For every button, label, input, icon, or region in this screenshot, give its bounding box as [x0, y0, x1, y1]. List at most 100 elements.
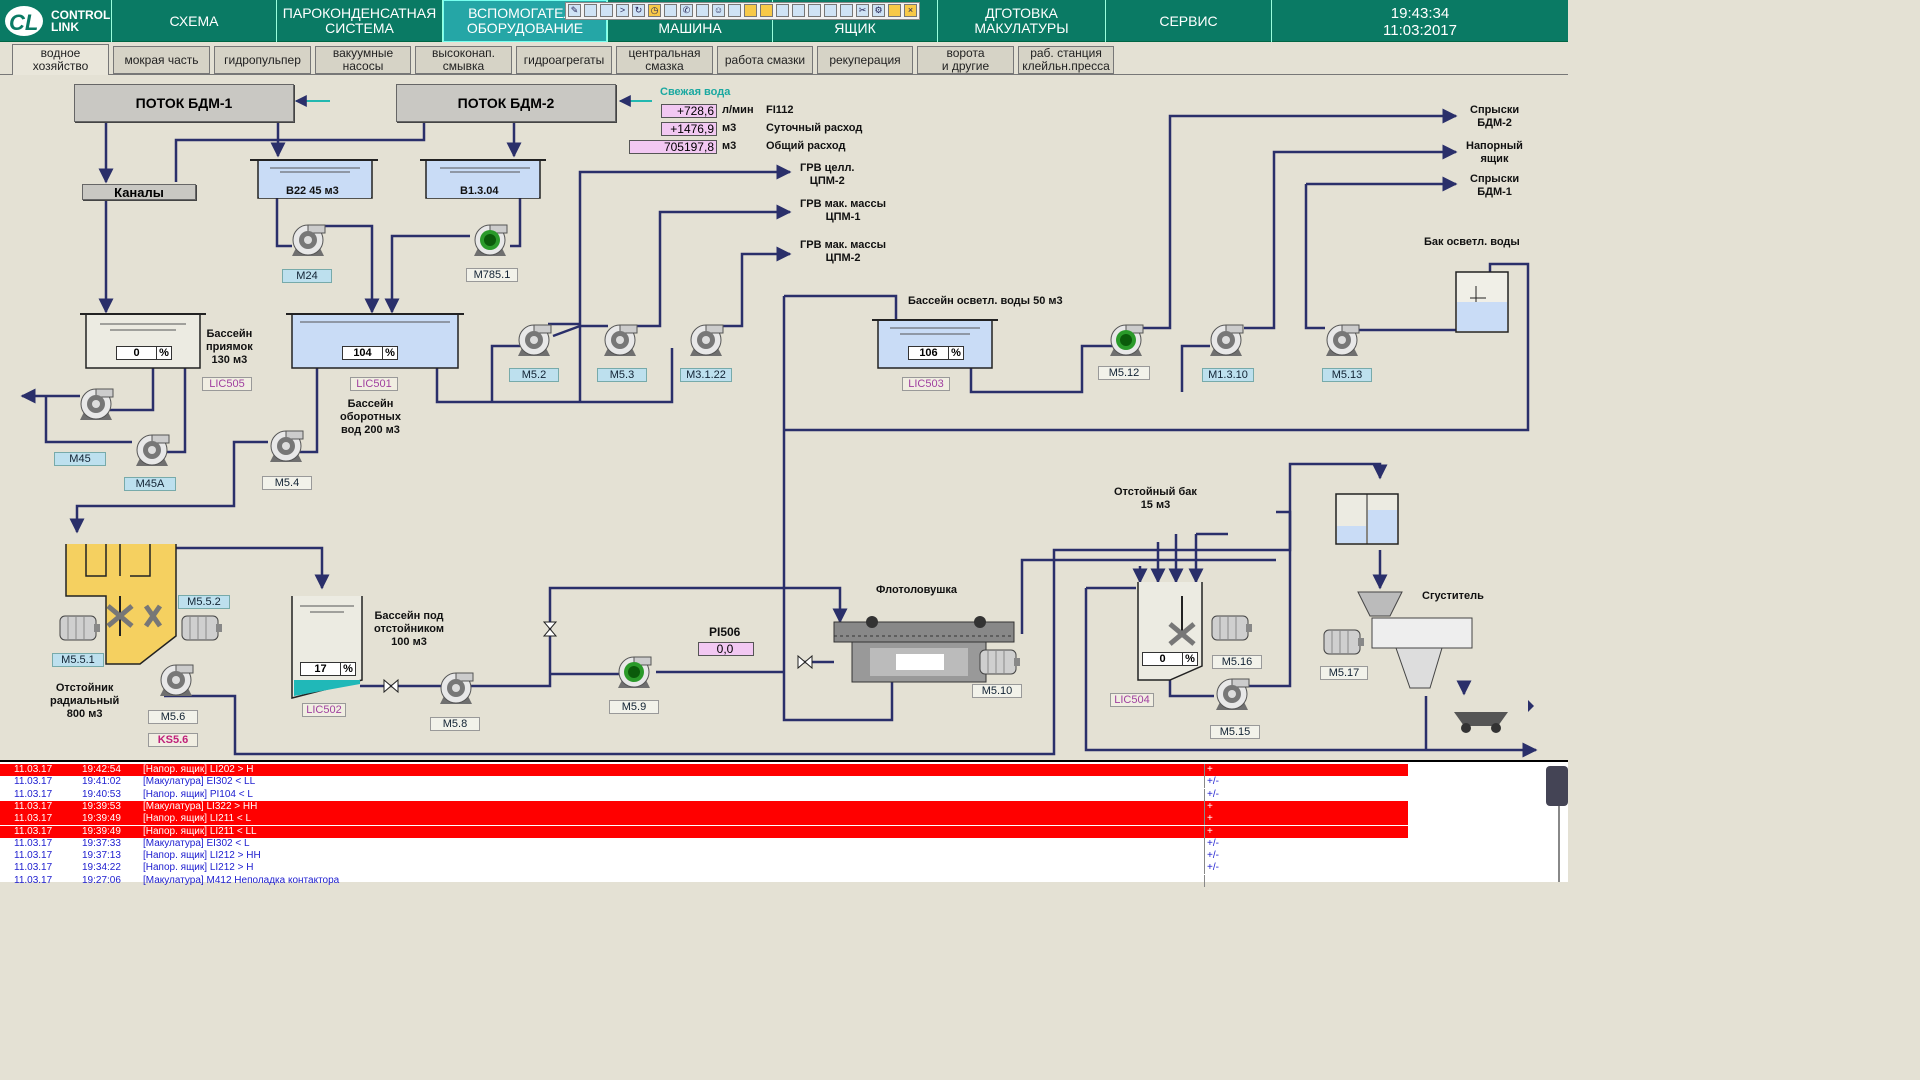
- lock-open-icon[interactable]: [760, 4, 773, 17]
- pump-m58-icon[interactable]: [439, 672, 474, 705]
- pump-m52-icon[interactable]: [517, 324, 552, 357]
- fullscreen-icon[interactable]: [792, 4, 805, 17]
- pump-m513-icon[interactable]: [1325, 324, 1360, 357]
- minimize-icon[interactable]: [808, 4, 821, 17]
- valve-icon[interactable]: [797, 654, 813, 670]
- phone-icon[interactable]: ✆: [680, 4, 693, 17]
- channels-box[interactable]: Каналы: [82, 184, 196, 200]
- flow-bdm1-box[interactable]: ПОТОК БДМ-1: [74, 84, 294, 122]
- valve-icon[interactable]: [383, 678, 399, 694]
- tag-m785[interactable]: M785.1: [466, 268, 518, 282]
- motor-m517-icon[interactable]: [1323, 629, 1365, 655]
- tag-m59[interactable]: M5.9: [609, 700, 659, 714]
- menu-box[interactable]: ЯЩИК: [773, 0, 938, 42]
- pump-m3122-icon[interactable]: [689, 324, 724, 357]
- tag-m552[interactable]: M5.5.2: [178, 595, 230, 609]
- tag-m1310[interactable]: M1.3.10: [1202, 368, 1254, 382]
- tag-m512[interactable]: M5.12: [1098, 366, 1150, 380]
- pump-m45-icon[interactable]: [79, 388, 114, 421]
- tag-m516[interactable]: M5.16: [1212, 655, 1262, 669]
- subtab-wet-end[interactable]: мокрая часть: [113, 46, 210, 74]
- tools-icon[interactable]: ✂: [856, 4, 869, 17]
- tag-m45a[interactable]: M45A: [124, 477, 176, 491]
- subtab-lube-operation[interactable]: работа смазки: [717, 46, 813, 74]
- scroll-handle-icon[interactable]: [1546, 766, 1568, 806]
- flow-bdm2-box[interactable]: ПОТОК БДМ-2: [396, 84, 616, 122]
- chat-icon[interactable]: [664, 4, 677, 17]
- pump-m512-icon[interactable]: [1109, 324, 1144, 357]
- motor-m552-icon[interactable]: [181, 615, 223, 641]
- tag-lic502[interactable]: LIC502: [302, 703, 346, 717]
- pump-m785-icon[interactable]: [473, 224, 508, 257]
- settings-icon[interactable]: ⚙: [872, 4, 885, 17]
- valve-icon[interactable]: [542, 621, 558, 637]
- tag-m53[interactable]: M5.3: [597, 368, 647, 382]
- tag-m3122[interactable]: M3.1.22: [680, 368, 732, 382]
- tag-ks56[interactable]: KS5.6: [148, 733, 198, 747]
- tag-m517[interactable]: M5.17: [1320, 666, 1368, 680]
- tag-lic505[interactable]: LIC505: [202, 377, 252, 391]
- pump-m1310-icon[interactable]: [1209, 324, 1244, 357]
- display-icon[interactable]: [824, 4, 837, 17]
- pump-m54-icon[interactable]: [269, 430, 304, 463]
- subtab-hp-wash[interactable]: высоконап.смывка: [415, 46, 512, 74]
- tag-lic503[interactable]: LIC503: [902, 377, 950, 391]
- scrollbar-track[interactable]: [1558, 806, 1560, 882]
- folder-icon[interactable]: [888, 4, 901, 17]
- print-icon[interactable]: [728, 4, 741, 17]
- tag-m510[interactable]: M5.10: [972, 684, 1022, 698]
- pump-m515-icon[interactable]: [1215, 678, 1250, 711]
- refresh-icon[interactable]: ↻: [632, 4, 645, 17]
- motor-m551-icon[interactable]: [59, 615, 101, 641]
- subtab-hydropulper[interactable]: гидропульпер: [214, 46, 311, 74]
- monitor-icon[interactable]: [600, 4, 613, 17]
- tag-m54[interactable]: M5.4: [262, 476, 312, 490]
- menu-scheme[interactable]: СХЕМА: [112, 0, 277, 42]
- terminal-icon[interactable]: >: [616, 4, 629, 17]
- pump-m59-icon[interactable]: [617, 656, 652, 689]
- message-icon[interactable]: [696, 4, 709, 17]
- tag-m58[interactable]: M5.8: [430, 717, 480, 731]
- tag-lic501[interactable]: LIC501: [350, 377, 398, 391]
- tag-m56[interactable]: M5.6: [148, 710, 198, 724]
- subtab-hydro-units[interactable]: гидроагрегаты: [516, 46, 612, 74]
- copy-icon[interactable]: [840, 4, 853, 17]
- window-icon[interactable]: [584, 4, 597, 17]
- clock-icon[interactable]: ◷: [648, 4, 661, 17]
- pump-m24-icon[interactable]: [291, 224, 326, 257]
- users-icon[interactable]: ☺: [712, 4, 725, 17]
- tag-m24[interactable]: M24: [282, 269, 332, 283]
- motor-m510-icon[interactable]: [979, 649, 1021, 675]
- tag-lic504[interactable]: LIC504: [1110, 693, 1154, 707]
- tag-m513[interactable]: M5.13: [1322, 368, 1372, 382]
- close-icon[interactable]: ×: [904, 4, 917, 17]
- tag-m515[interactable]: M5.15: [1210, 725, 1260, 739]
- pin-icon[interactable]: ✎: [568, 4, 581, 17]
- screen-icon[interactable]: [776, 4, 789, 17]
- motor-m516-icon[interactable]: [1211, 615, 1253, 641]
- tag-m45[interactable]: M45: [54, 452, 106, 466]
- pump-m56-icon[interactable]: [159, 664, 194, 697]
- tag-m52[interactable]: M5.2: [509, 368, 559, 382]
- tag-m551[interactable]: M5.5.1: [52, 653, 104, 667]
- menu-machine[interactable]: МАШИНА: [608, 0, 773, 42]
- lock-icon[interactable]: [744, 4, 757, 17]
- menu-service[interactable]: СЕРВИС: [1106, 0, 1272, 42]
- subtab-recuperation[interactable]: рекуперация: [817, 46, 913, 74]
